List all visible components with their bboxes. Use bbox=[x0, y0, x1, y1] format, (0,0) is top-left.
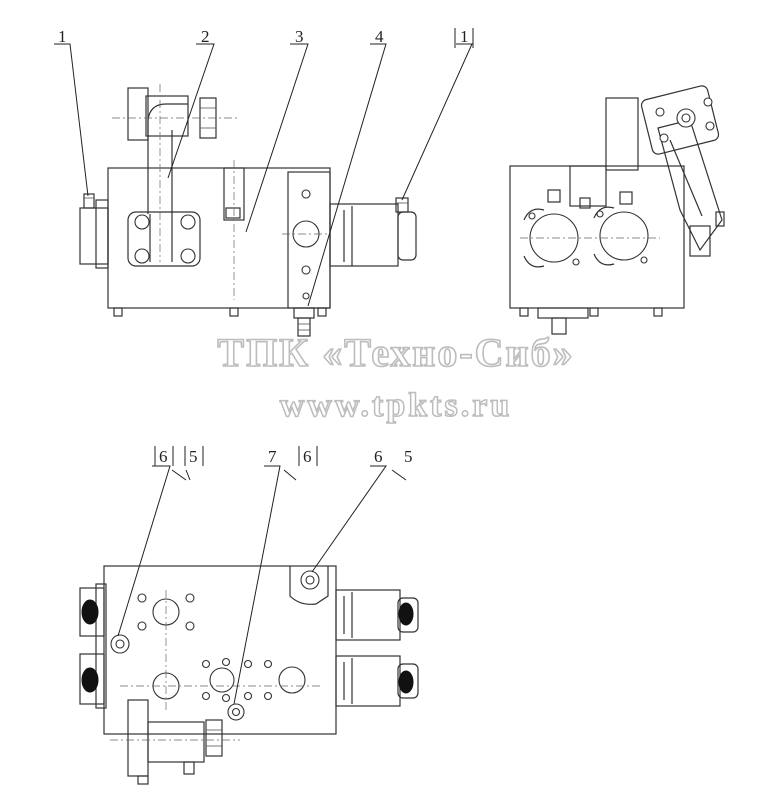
front-view bbox=[79, 84, 417, 337]
callout-top-5: 1 bbox=[460, 27, 469, 46]
callout-bottom-3: 7 bbox=[268, 447, 277, 466]
callout-top-2: 2 bbox=[201, 27, 210, 46]
callout-top-1: 1 bbox=[58, 27, 67, 46]
callout-bottom-1: 6 bbox=[159, 447, 168, 466]
watermark-company: ТПК «Техно-Сиб» bbox=[217, 330, 574, 375]
watermark-website: www.tpkts.ru bbox=[280, 387, 512, 424]
callout-bottom-6: 5 bbox=[404, 447, 413, 466]
callout-bottom-5: 6 bbox=[374, 447, 383, 466]
callout-top-4: 4 bbox=[375, 27, 384, 46]
plan-view bbox=[79, 565, 419, 785]
leader-lines bbox=[54, 28, 474, 705]
callout-bottom-2: 5 bbox=[189, 447, 198, 466]
side-view bbox=[509, 85, 725, 335]
callout-top-3: 3 bbox=[295, 27, 304, 46]
callout-bottom-4: 6 bbox=[303, 447, 312, 466]
